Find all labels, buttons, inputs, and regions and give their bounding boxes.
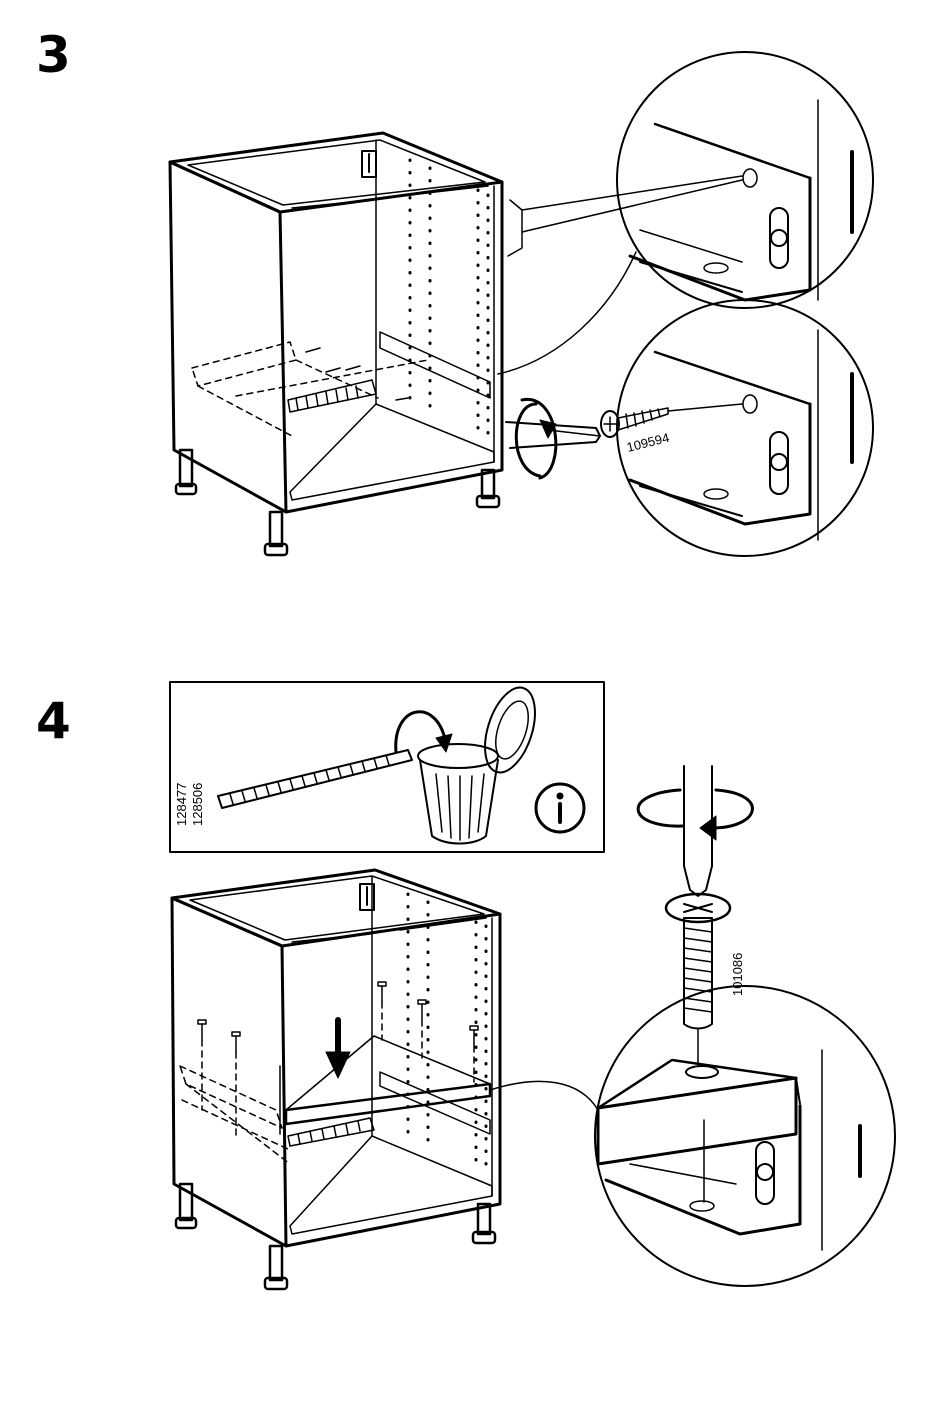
trash-bin-icon xyxy=(418,681,545,843)
screwdriver-icon xyxy=(506,399,600,478)
part-number-128506: 128506 xyxy=(190,783,205,826)
screwdriver-icon xyxy=(638,766,752,896)
part-number-101086: 101086 xyxy=(730,953,745,996)
step-3-detail-bottom: 109594 xyxy=(601,300,873,556)
down-arrow-icon xyxy=(326,1020,350,1078)
part-number-128477: 128477 xyxy=(174,783,189,826)
step-3-detail-top xyxy=(617,52,873,308)
rotate-arrow-icon xyxy=(516,399,556,478)
step-3-cabinet xyxy=(170,133,502,555)
step-4-cabinet xyxy=(172,870,500,1289)
screw-icon xyxy=(601,404,742,437)
shelf-screw-icon xyxy=(666,894,730,1066)
step-4-detail xyxy=(595,986,895,1286)
info-icon xyxy=(536,784,584,832)
rotate-arrow-icon xyxy=(638,790,752,840)
vent-grill-strip xyxy=(218,750,412,808)
part-number-109594: 109594 xyxy=(625,430,671,455)
